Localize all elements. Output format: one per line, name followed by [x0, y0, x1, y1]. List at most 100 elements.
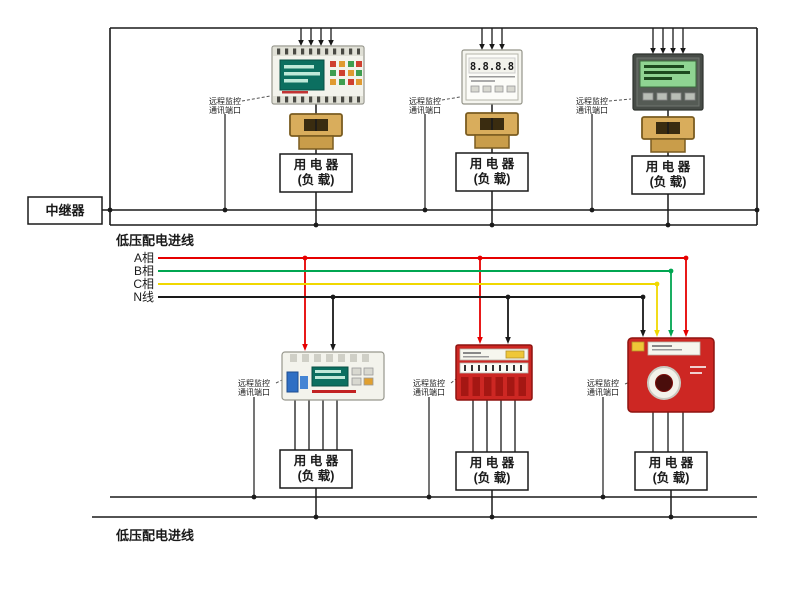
meter-ct-load-column-wires — [315, 104, 669, 225]
comm-dashed-lines — [241, 95, 632, 385]
feeder-label-top: 低压配电进线 — [115, 233, 194, 248]
power-analyzer-device — [271, 45, 365, 105]
label-dash — [463, 356, 489, 358]
button — [356, 79, 362, 85]
junction-dot — [107, 207, 113, 213]
load-label: 用 电 器 — [469, 455, 515, 470]
phase-b-wiring — [158, 268, 674, 337]
comm-port-label: 远程监控 — [576, 96, 608, 106]
junction-dot — [489, 514, 495, 520]
screen-text-row — [644, 71, 690, 74]
label-strip — [647, 341, 701, 356]
load-box-outline — [631, 155, 705, 195]
top-device-drop-lines — [300, 28, 684, 48]
label-dash — [652, 349, 682, 351]
button — [330, 61, 336, 67]
main-bus-wiring — [92, 27, 758, 518]
busbar-meter-device — [455, 344, 533, 401]
phase-a-tap-dot — [683, 255, 689, 261]
ct-base — [650, 138, 686, 153]
load-label: 用 电 器 — [645, 159, 691, 174]
junction-dot — [422, 207, 428, 213]
junction-dot — [313, 514, 319, 520]
label-dash — [690, 372, 702, 374]
repeater-label: 中继器 — [45, 203, 85, 218]
screen-text-row — [284, 79, 308, 83]
button — [363, 377, 374, 386]
neutral-label: N线 — [133, 290, 154, 304]
current-transformer-2 — [465, 112, 519, 149]
split-core-ct-device — [627, 337, 715, 413]
screen-text-row — [315, 370, 341, 373]
phase-a-tap-dot — [302, 255, 308, 261]
button — [363, 367, 374, 376]
load-box-4: 用 电 器 (负 载) — [279, 449, 353, 489]
screen-text-row — [644, 77, 672, 80]
button — [470, 85, 480, 93]
button — [348, 79, 354, 85]
ct-base — [474, 134, 510, 149]
button — [356, 70, 362, 76]
brand-stripe — [312, 390, 356, 393]
brand-stripe — [282, 91, 308, 94]
comm-port-label: 远程监控 — [587, 378, 619, 388]
divider — [469, 76, 515, 78]
load-label: 用 电 器 — [648, 455, 694, 470]
comm-bus-drops-bottom — [253, 397, 604, 497]
feeder-label-bottom: 低压配电进线 — [115, 528, 194, 543]
button — [670, 92, 682, 101]
button — [656, 92, 668, 101]
load-box-outline — [455, 152, 529, 192]
button — [684, 92, 696, 101]
comm-port-label: 通讯端口 — [409, 105, 441, 115]
comm-port-label: 远程监控 — [413, 378, 445, 388]
button — [356, 61, 362, 67]
phase-b-tap-dot — [668, 268, 674, 274]
ct-hole — [655, 374, 673, 392]
ct-window-wires — [315, 118, 669, 134]
repeater-outline — [27, 196, 103, 225]
neutral-taps — [332, 297, 644, 344]
load-label: (负 载) — [298, 468, 335, 483]
load-label: (负 载) — [653, 470, 690, 485]
phase-c-wiring — [158, 281, 660, 337]
screen-text-row — [315, 376, 345, 379]
button — [339, 61, 345, 67]
load-box-2: 用 电 器 (负 载) — [455, 152, 529, 192]
load-feeder-drops — [315, 488, 672, 517]
load-label: 用 电 器 — [293, 157, 339, 172]
button — [348, 70, 354, 76]
neutral-tap-dot — [330, 294, 336, 300]
comm-port-labels: 远程监控 通讯端口 远程监控 通讯端口 远程监控 通讯端口 远程监控 通讯端口 … — [209, 96, 619, 397]
load-label: 用 电 器 — [293, 453, 339, 468]
screen-text-row — [284, 72, 320, 76]
neutral-tap-dot — [640, 294, 646, 300]
comm-port-label: 通讯端口 — [576, 105, 608, 115]
led-panel-meter-device: 8.8.8.8 — [461, 49, 523, 105]
load-label: (负 载) — [650, 174, 687, 189]
bus-lines — [92, 27, 758, 518]
junction-dot — [600, 494, 606, 500]
comm-port-label: 通讯端口 — [587, 387, 619, 397]
label-dash — [463, 352, 481, 354]
neutral-wiring — [158, 294, 646, 351]
junction-dot — [222, 207, 228, 213]
load-label: (负 载) — [474, 470, 511, 485]
blue-connector — [286, 371, 299, 393]
phase-c-arrowhead — [654, 330, 660, 337]
neutral-tap-dot — [505, 294, 511, 300]
button — [348, 61, 354, 67]
lcd-panel-meter-device — [632, 53, 704, 111]
junction-dot — [489, 222, 495, 228]
comm-port-label: 远程监控 — [409, 96, 441, 106]
button — [482, 85, 492, 93]
ct-base — [298, 135, 334, 150]
comm-port-label: 通讯端口 — [209, 105, 241, 115]
button — [330, 70, 336, 76]
load-box-6: 用 电 器 (负 载) — [634, 451, 708, 491]
load-box-outline — [279, 449, 353, 489]
rating-chip — [631, 341, 645, 352]
top-device-arrowheads — [298, 40, 686, 54]
button — [330, 79, 336, 85]
label-dash — [471, 80, 495, 82]
